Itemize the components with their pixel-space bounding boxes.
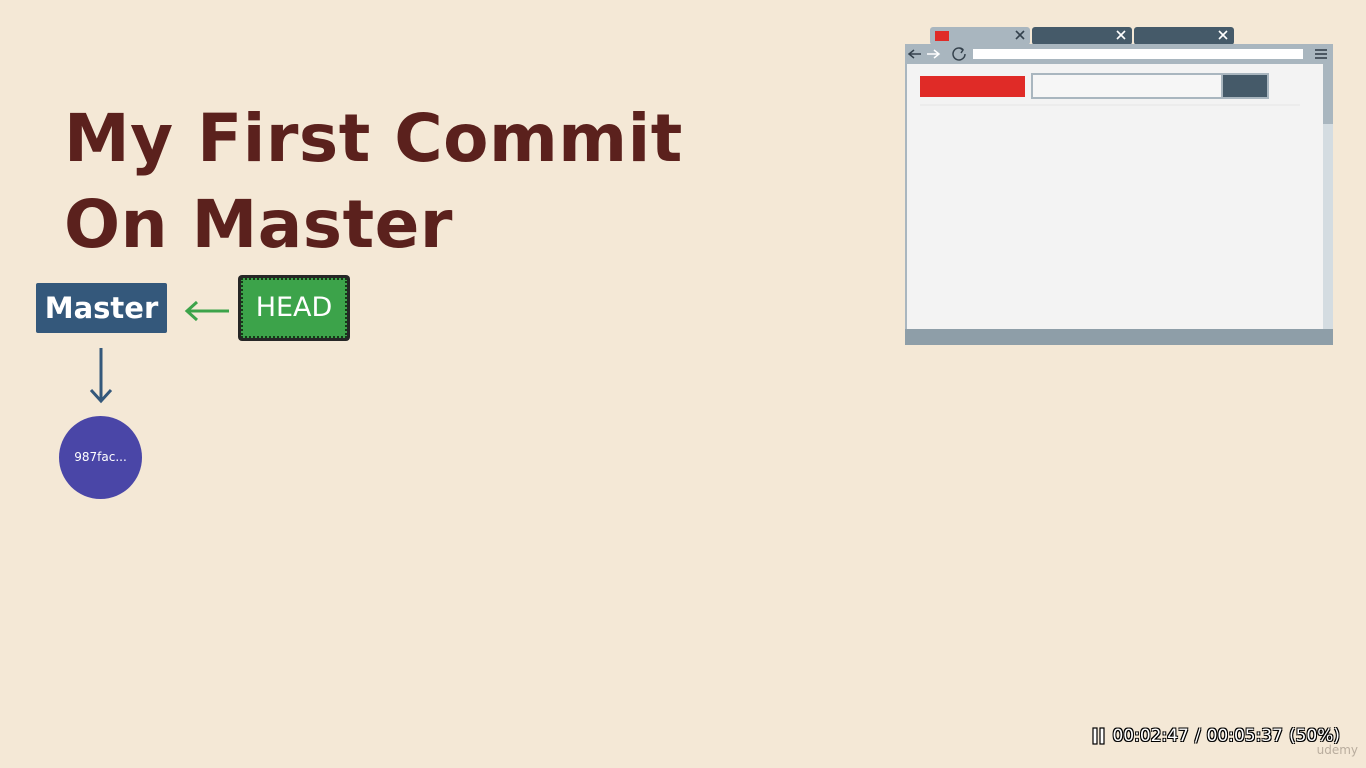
time-separator: / <box>1194 726 1201 746</box>
slide-title-line-2: On Master <box>64 186 453 263</box>
close-icon <box>1015 30 1025 40</box>
tab-favicon <box>935 31 949 41</box>
search-field <box>1031 73 1223 99</box>
branch-to-commit-arrow-icon <box>89 348 113 404</box>
head-pointer-arrow-icon <box>184 300 229 322</box>
browser-bottom-frame <box>905 329 1333 345</box>
pause-icon[interactable] <box>1092 727 1106 745</box>
head-label: HEAD <box>241 278 347 338</box>
udemy-watermark: udemy <box>1316 743 1358 757</box>
browser-window-illustration <box>905 27 1333 345</box>
scrollbar-thumb <box>1323 64 1333 124</box>
head-pointer-box: HEAD <box>238 275 350 341</box>
red-block <box>920 76 1025 97</box>
slide-title: My First Commit On Master <box>64 96 683 268</box>
browser-tab-active <box>930 27 1030 45</box>
master-branch-label: Master <box>36 283 167 333</box>
back-arrow-icon <box>907 49 921 59</box>
slide-title-line-1: My First Commit <box>64 100 683 177</box>
current-time: 00:02:47 <box>1112 726 1189 746</box>
dark-button <box>1221 73 1269 99</box>
close-icon <box>1116 30 1126 40</box>
browser-tab <box>1134 27 1234 45</box>
progress-percent: (50%) <box>1288 726 1340 746</box>
browser-tab <box>1032 27 1132 45</box>
address-bar <box>973 49 1303 59</box>
menu-icon <box>1315 49 1327 59</box>
reload-icon <box>952 47 966 61</box>
close-icon <box>1218 30 1228 40</box>
forward-arrow-icon <box>927 49 941 59</box>
commit-node: 987fac... <box>59 416 142 499</box>
browser-content <box>906 64 1323 329</box>
video-player-status: 00:02:47 / 00:05:37 (50%) <box>1092 725 1340 747</box>
scrollbar-track <box>1323 64 1333 329</box>
total-time: 00:05:37 <box>1206 726 1283 746</box>
